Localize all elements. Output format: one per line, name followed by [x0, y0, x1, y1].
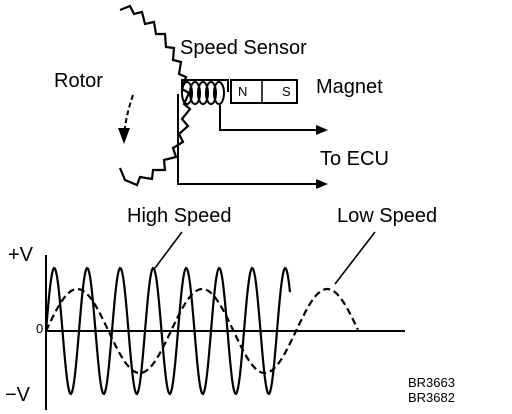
ecu-arrow-upper	[316, 125, 328, 135]
rotor-teeth	[118, 4, 192, 187]
to-ecu-label: To ECU	[320, 148, 389, 170]
low-speed-label: Low Speed	[337, 205, 438, 227]
zero-label: 0	[36, 321, 44, 336]
rotor-direction-arrow	[123, 94, 134, 136]
low-speed-waveform	[45, 287, 359, 375]
ecu-arrow-lower	[316, 179, 328, 189]
magnet-label: Magnet	[316, 76, 383, 98]
magnet-bar	[230, 79, 298, 104]
high-speed-waveform	[44, 266, 292, 396]
sensor-coil	[181, 79, 229, 105]
rotor-label: Rotor	[54, 70, 103, 92]
ecu-lead-wires	[177, 94, 318, 185]
figure-code-2: BR3682	[408, 390, 455, 405]
magnet-north-pole: N	[238, 84, 248, 99]
minus-v-label: −V	[5, 384, 31, 406]
rotor-arrow-head	[118, 128, 130, 144]
high-speed-label: High Speed	[127, 205, 232, 227]
high-speed-leader	[154, 231, 183, 269]
plus-v-label: +V	[8, 244, 34, 266]
speed-sensor-label: Speed Sensor	[180, 37, 307, 59]
magnet-south-pole: S	[282, 84, 291, 99]
figure-code-1: BR3663	[408, 375, 455, 390]
low-speed-leader	[334, 231, 376, 285]
